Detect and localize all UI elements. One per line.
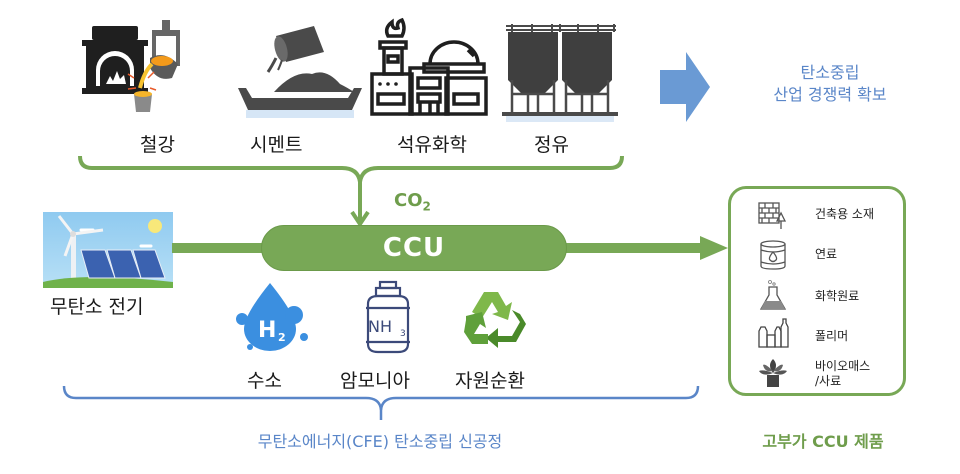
product-label-biomass-line1: 바이오매스 [815,359,871,373]
recycle-icon [464,292,526,348]
ammonia-subscript: 3 [400,329,406,339]
industry-label-refinery: 정유 [534,134,569,156]
industry-label-petrochemical: 석유화학 [397,134,467,156]
fuel-barrel-icon [760,240,786,270]
ccu-output-line [558,243,708,253]
energy-label-ammonia: 암모니아 [340,370,410,392]
ccu-label: CCU [382,233,446,263]
energy-label-hydrogen: 수소 [247,370,282,392]
hydrogen-symbol: H [258,318,276,343]
refinery-silo-icon [502,24,618,122]
outcome-line-2: 산업 경쟁력 확보 [773,85,887,104]
industry-label-cement: 시멘트 [250,134,303,156]
product-label-fuel: 연료 [815,247,838,261]
ammonia-tank-icon: NH 3 [366,280,410,354]
power-input-line [172,243,272,253]
ccu-process: CCU [261,225,567,271]
product-label-polymer: 폴리머 [815,329,849,343]
co2-subscript: 2 [422,199,431,214]
brick-trowel-icon [758,202,787,229]
product-label-building: 건축용 소재 [815,207,875,221]
product-label-biomass-line2: /사료 [815,374,842,388]
products-box: 건축용 소재 연료 화학원료 폴리머 바이 [728,186,906,396]
plant-pot-icon [759,359,787,387]
process-caption: 무탄소에너지(CFE) 탄소중립 신공정 [257,432,503,451]
carbon-free-power-label: 무탄소 전기 [50,296,144,318]
hydrogen-subscript: 2 [278,331,286,344]
outcome-text: 탄소중립 산업 경쟁력 확보 [730,62,930,106]
co2-text: CO [394,190,423,211]
petrochemical-plant-icon [370,17,488,116]
ccu-output-arrowhead [700,236,728,260]
ammonia-symbol: NH [368,317,392,336]
wind-solar-icon [43,212,173,288]
steel-furnace-icon [82,20,180,112]
product-label-biomass: 바이오매스 /사료 [815,359,870,389]
product-label-chemical: 화학원료 [815,289,860,303]
hydrogen-drop-icon: H 2 [236,283,308,351]
plastic-bottles-icon [758,318,789,348]
industry-label-steel: 철강 [140,134,175,156]
right-arrow-icon [660,52,710,122]
products-caption: 고부가 CCU 제품 [762,432,884,451]
energy-label-recycle: 자원순환 [455,370,525,392]
cement-icon [238,26,362,118]
flask-icon [759,280,787,310]
co2-label: CO2 [394,190,431,214]
outcome-line-1: 탄소중립 [800,63,860,82]
